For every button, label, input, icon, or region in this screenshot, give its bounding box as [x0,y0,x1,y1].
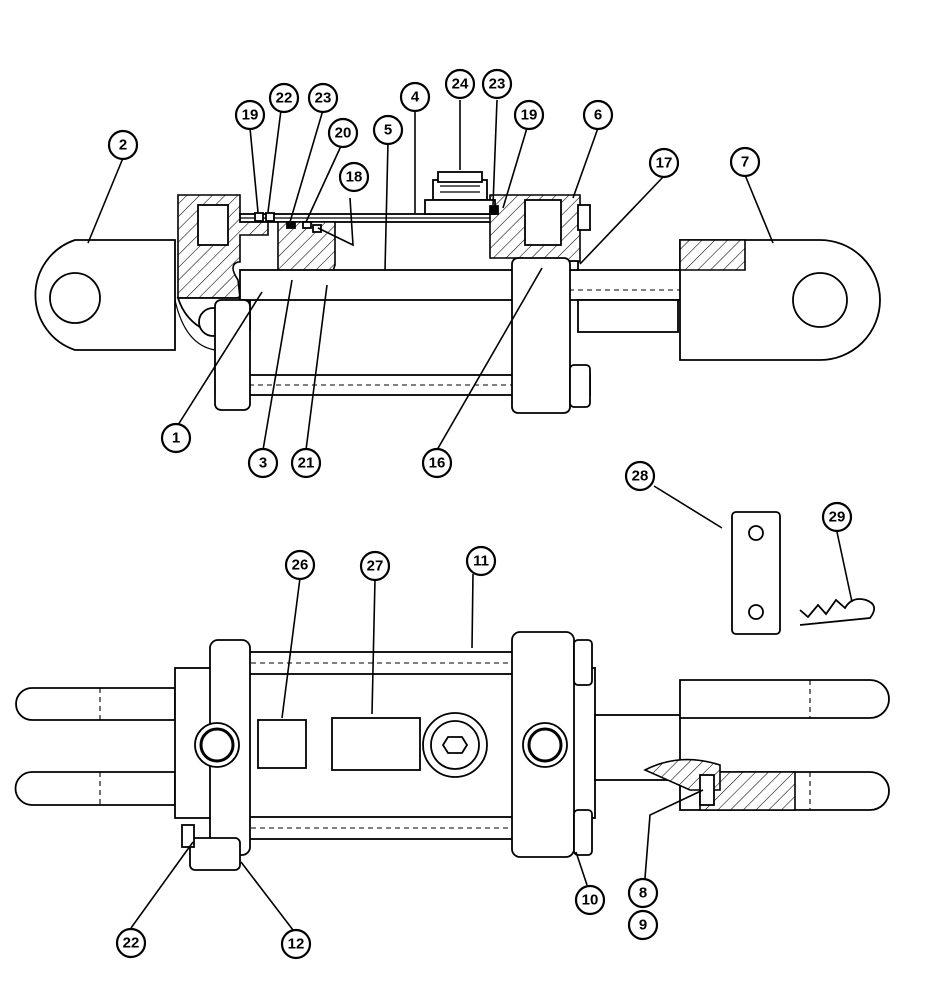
callout-23-right: 23 [481,68,513,100]
svg-text:12: 12 [288,936,305,953]
callout-4: 4 [399,81,431,113]
callout-18: 18 [338,161,370,193]
left-port-inner [199,727,235,763]
decal-26 [257,719,307,769]
callout-3: 3 [247,447,279,479]
callout-6: 6 [582,99,614,131]
callout-17: 17 [648,147,680,179]
right-fork-upper [679,679,890,719]
bolt-12 [189,837,241,871]
washer-22 [181,824,195,848]
callout-2: 2 [107,129,139,161]
piston-rod [239,269,746,301]
port-fitting-25-cap [437,171,483,183]
seal-18 [312,224,322,233]
callout-1: 1 [160,422,192,454]
svg-text:6: 6 [594,107,602,124]
svg-text:4: 4 [411,89,420,106]
callout-9: 9 [627,909,659,941]
seal-20 [302,221,312,229]
leader-lines [87,99,853,931]
svg-text:28: 28 [632,468,649,485]
seal-23-left [265,212,275,222]
hair-pin-clip-29 [799,598,876,626]
callout-25: 24 [444,68,476,100]
decal-27 [331,717,421,771]
svg-text:16: 16 [429,455,446,472]
rod-extension [577,299,679,333]
svg-text:5: 5 [384,122,392,139]
svg-text:2: 2 [119,137,127,154]
left-fork-upper [15,687,176,721]
svg-text:21: 21 [298,455,315,472]
svg-text:10: 10 [582,892,599,909]
pin-plate-hole-top [748,525,764,541]
callout-27: 27 [359,550,391,582]
callout-24: 23 [307,82,339,114]
svg-text:19: 19 [521,107,538,124]
svg-text:26: 26 [292,557,309,574]
callout-22: 2222 [115,927,147,959]
callout-19-right: 19 [513,99,545,131]
svg-text:3: 3 [259,455,267,472]
callout-5: 5 [372,114,404,146]
svg-text:9: 9 [639,917,647,934]
left-flange-top-view [214,299,251,411]
right-head-bolt [577,204,591,231]
right-clevis-hole [792,272,848,328]
callout-28: 28 [624,460,656,492]
top-cylinder-section-view [34,171,881,414]
right-flange-top-view [511,257,571,414]
grease-fitting-8 [699,774,715,806]
right-nut-upper [573,639,593,686]
right-clevis-hatch [679,239,746,271]
left-fork-lower [14,771,176,806]
right-port-inner [527,727,563,763]
svg-text:19: 19 [242,107,259,124]
svg-text:22: 22 [276,90,293,107]
port-fitting-base [424,199,496,215]
svg-text:22: 22 [123,935,140,952]
svg-text:20: 20 [335,125,352,142]
callout-8: 8 [627,877,659,909]
svg-text:11: 11 [473,553,489,570]
center-fitting-hex [441,736,469,754]
callout-20: 20 [327,117,359,149]
seal-23-right [489,205,499,215]
callout-7: 7 [729,146,761,178]
callout-12: 12 [280,928,312,960]
callout-29: 29 [821,501,853,533]
svg-text:17: 17 [656,155,673,172]
right-nut-top-view [569,364,591,408]
bottom-cylinder-outside-view [14,631,890,871]
callout-19-left: 19 [234,99,266,131]
right-nut-lower [573,809,593,856]
right-head-port [524,199,562,246]
svg-text:24: 24 [452,76,469,93]
svg-text:29: 29 [829,509,846,526]
pin-plate-hole-bottom [748,604,764,620]
svg-text:23: 23 [315,90,332,107]
port-fitting-25 [432,179,488,201]
callout-11: 11 [465,545,497,577]
svg-text:27: 27 [367,558,384,575]
callout-21: 21 [290,447,322,479]
callout-23-left: 22 [268,82,300,114]
seal-19-left [254,212,264,222]
callout-16: 16 [421,447,453,479]
svg-text:8: 8 [639,885,647,902]
left-clevis-hole [49,272,101,324]
callout-10: 10 [574,884,606,916]
left-cap-port [197,204,229,246]
callout-26: 26 [284,549,316,581]
seal-24 [286,221,296,229]
svg-text:23: 23 [489,76,506,93]
svg-text:18: 18 [346,169,363,186]
svg-text:1: 1 [172,430,180,447]
svg-text:7: 7 [741,154,749,171]
pin-plate-28 [731,511,781,635]
